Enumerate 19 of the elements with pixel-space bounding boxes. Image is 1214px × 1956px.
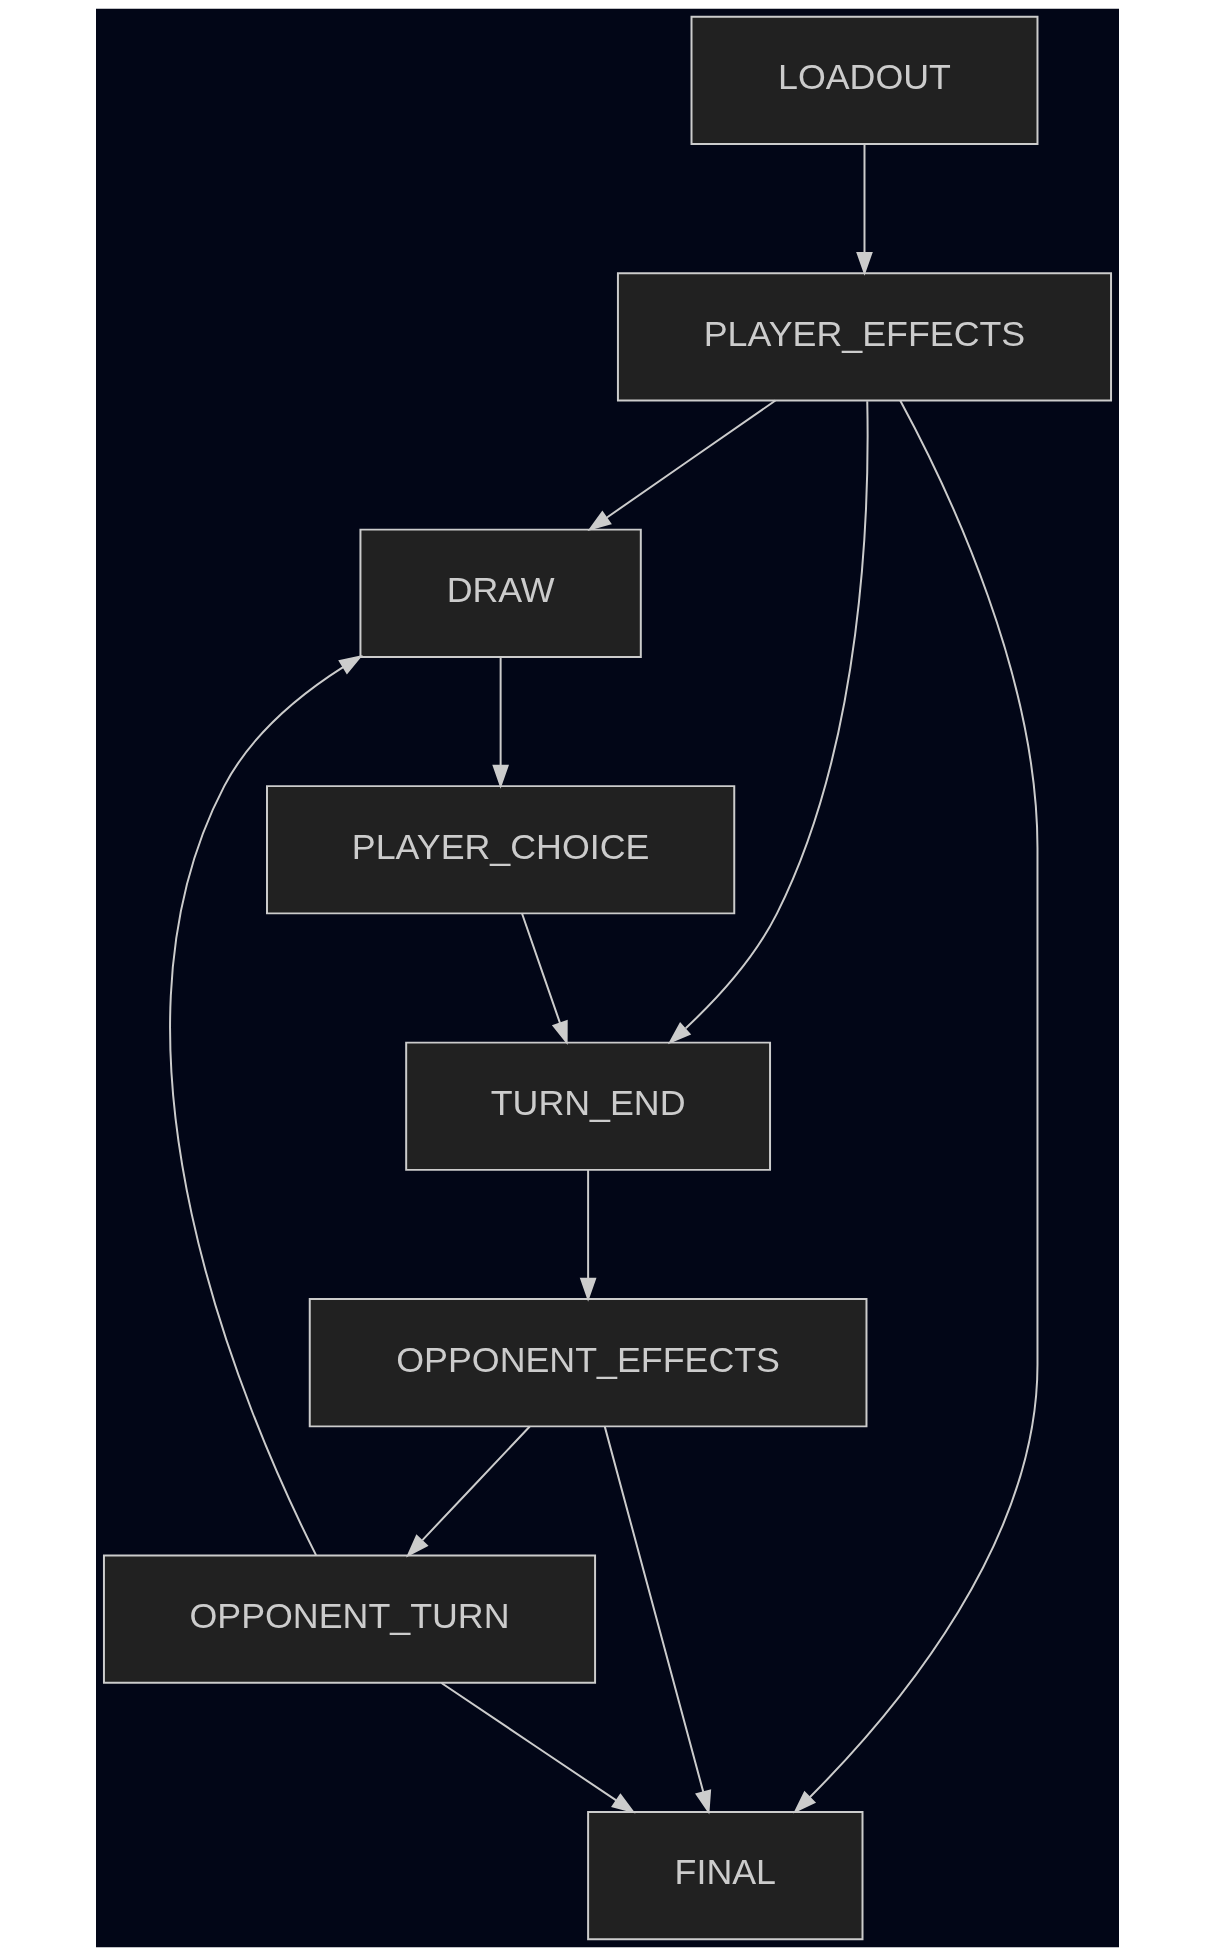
node-box: LOADOUT bbox=[690, 15, 1038, 145]
node-box: OPPONENT_EFFECTS bbox=[308, 1298, 867, 1428]
arrow bbox=[169, 654, 363, 1557]
node-box: DRAW bbox=[358, 528, 642, 658]
arrow bbox=[855, 143, 873, 276]
arrow bbox=[587, 399, 776, 531]
node-box: PLAYER_EFFECTS bbox=[616, 272, 1112, 402]
node-box: PLAYER_CHOICE bbox=[265, 785, 735, 915]
node-box: TURN_END bbox=[404, 1041, 771, 1171]
node-box: OPPONENT_TURN bbox=[102, 1554, 596, 1684]
arrow bbox=[520, 912, 568, 1046]
arrow bbox=[491, 656, 509, 789]
arrow bbox=[667, 400, 869, 1045]
arrow bbox=[579, 1169, 596, 1302]
arrow bbox=[792, 399, 1038, 1814]
arrow bbox=[439, 1682, 636, 1814]
arrow bbox=[405, 1425, 531, 1558]
node-box: FINAL bbox=[586, 1811, 863, 1941]
arrow bbox=[603, 1425, 711, 1815]
